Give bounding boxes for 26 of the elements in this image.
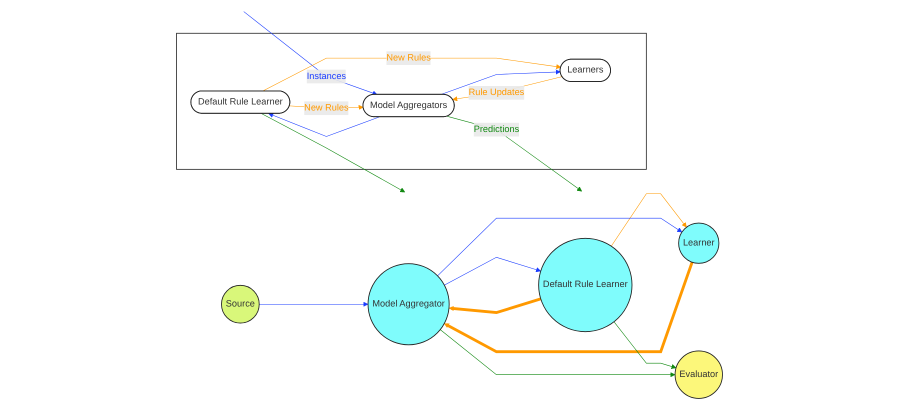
arrow [440, 70, 561, 95]
edge-label: Rule Updates [468, 88, 524, 98]
cluster [176, 32, 647, 170]
node-circle: Model Aggregator [368, 263, 450, 346]
arrow [614, 321, 676, 369]
arrow [452, 76, 562, 102]
arrow [258, 302, 368, 307]
arrow [437, 218, 682, 276]
node-circle: Default Rule Learner [538, 238, 632, 332]
arrow [440, 329, 676, 378]
arrow [268, 112, 380, 137]
arrow [446, 116, 582, 192]
arrow [448, 297, 542, 314]
edge-label: New Rules [386, 52, 431, 63]
arrow [444, 256, 541, 286]
edge-label: Predictions [474, 124, 520, 134]
edge-label: Instances [306, 71, 346, 82]
arrow [611, 193, 687, 246]
node-circle: Learner [678, 222, 720, 264]
edge-label: New Rules [304, 103, 349, 113]
arrow [243, 11, 378, 96]
node-circle: Evaluator [674, 350, 723, 399]
arrow [262, 58, 562, 92]
arrow [444, 262, 694, 354]
arrow [261, 113, 406, 192]
node-circle: Source [221, 284, 260, 324]
